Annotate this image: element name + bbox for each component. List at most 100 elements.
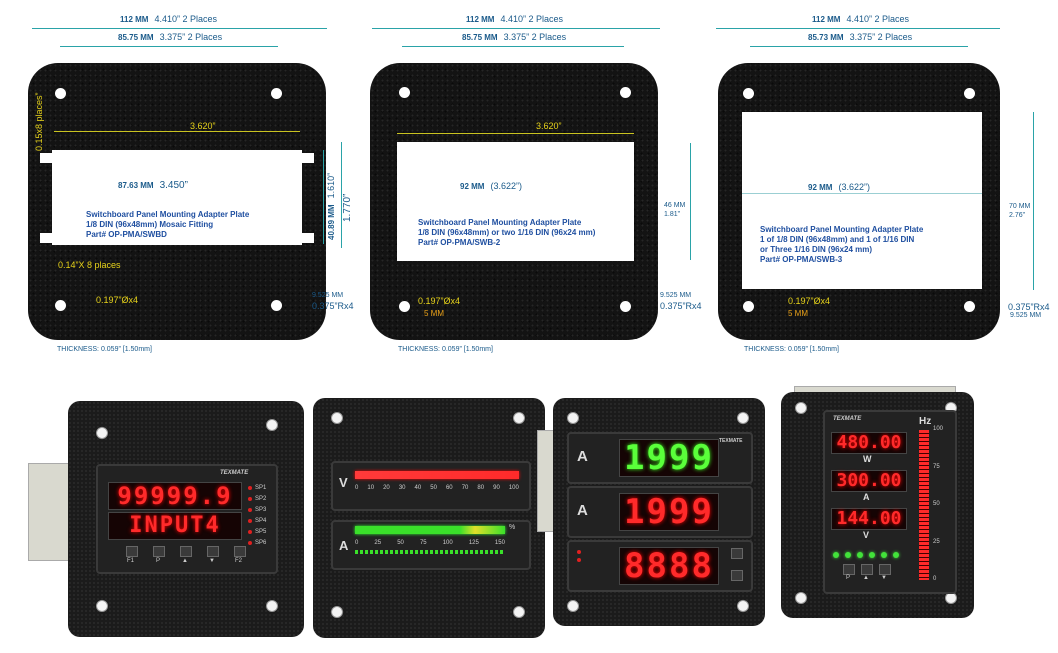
setpoint-led	[248, 486, 252, 490]
notch-size: 0.14”X 8 places	[58, 260, 121, 270]
program-button[interactable]	[843, 564, 855, 575]
mount-hole	[737, 600, 749, 612]
unit-label: V	[339, 475, 348, 490]
segment-row	[355, 550, 505, 554]
cut-width: 3.620”	[190, 121, 216, 131]
mount-hole	[271, 88, 282, 99]
mount-hole	[399, 87, 410, 98]
setpoint-led	[248, 497, 252, 501]
corner-mm: 9.525 MM	[660, 292, 692, 299]
meter-plate: TEXMATE 480.00 W 300.00 A 144.00 V P ▲ ▼…	[781, 392, 974, 618]
notch	[40, 153, 54, 163]
mount-hole	[399, 301, 410, 312]
mount-hole	[55, 88, 66, 99]
mount-hole	[331, 606, 343, 618]
f2-button[interactable]	[234, 546, 246, 557]
display-value: 1999	[619, 493, 719, 531]
down-button[interactable]	[879, 564, 891, 575]
thickness: THICKNESS: 0.059” [1.50mm]	[744, 346, 839, 353]
status-led	[869, 552, 875, 558]
display-value-2: 300.00	[831, 470, 907, 492]
dim-line	[60, 46, 278, 47]
height-mm: 70 MM	[1009, 203, 1031, 210]
mount-hole	[743, 301, 754, 312]
mount-hole	[737, 412, 749, 424]
unit-label: A	[339, 538, 349, 553]
hole-mm: 5 MM	[788, 309, 808, 318]
mount-hole	[266, 419, 278, 431]
hole-size: 0.197”Øx4	[96, 295, 139, 305]
mount-hole	[96, 600, 108, 612]
status-led	[845, 552, 851, 558]
corner-mm: 9.525 MM	[1010, 312, 1042, 319]
up-button[interactable]	[180, 546, 192, 557]
height-mm: 46 MM	[664, 202, 686, 209]
status-led	[833, 552, 839, 558]
height-dimension: 40.89 MM1.610”	[326, 172, 336, 240]
mount-hole	[795, 402, 807, 414]
program-button[interactable]	[153, 546, 165, 557]
thickness: THICKNESS: 0.059” [1.50mm]	[398, 346, 493, 353]
corner-mm: 9.525 MM	[312, 292, 344, 299]
setpoint-led	[248, 519, 252, 523]
plate-label: Switchboard Panel Mounting Adapter Plate…	[86, 210, 250, 239]
f1-button[interactable]	[126, 546, 138, 557]
notch	[300, 233, 314, 243]
dim-line	[1033, 112, 1034, 290]
inner-dimension: 92 MM(3.622”)	[460, 181, 522, 191]
mount-hole	[567, 412, 579, 424]
meter-plate: TEXMATE 99999.9 INPUT4 SP1 SP2 SP3 SP4 S…	[68, 401, 304, 637]
setpoint-led	[248, 508, 252, 512]
display-value-1: 480.00	[831, 432, 907, 454]
mount-hole	[567, 600, 579, 612]
mount-hole	[964, 88, 975, 99]
setpoint-led	[248, 530, 252, 534]
mount-hole	[620, 301, 631, 312]
hole-size: 0.197”Øx4	[788, 296, 831, 306]
dim-line	[323, 150, 324, 244]
brand-logo: TEXMATE	[719, 438, 743, 444]
outer-height: 1.770”	[342, 193, 353, 222]
hole-mm: 5 MM	[424, 309, 444, 318]
mount-hole	[513, 412, 525, 424]
mount-hole	[620, 87, 631, 98]
dim-line	[341, 142, 342, 248]
meter-bezel: TEXMATE 480.00 W 300.00 A 144.00 V P ▲ ▼…	[823, 410, 957, 594]
down-arrow-button[interactable]	[731, 570, 743, 581]
unit-label: A	[577, 448, 588, 465]
panel-meter-3: 8888	[567, 540, 753, 592]
brand-logo: TEXMATE	[220, 470, 249, 476]
mount-hole	[271, 300, 282, 311]
dim-line	[742, 193, 982, 194]
height-in: 2.76”	[1009, 212, 1025, 219]
mount-hole	[743, 88, 754, 99]
red-bargraph	[355, 471, 519, 479]
mount-hole	[96, 427, 108, 439]
panel-cutout	[742, 112, 982, 289]
display-value-3: 144.00	[831, 508, 907, 530]
up-button[interactable]	[861, 564, 873, 575]
down-button[interactable]	[207, 546, 219, 557]
meter-bezel: TEXMATE 99999.9 INPUT4 SP1 SP2 SP3 SP4 S…	[96, 464, 278, 574]
panel-meter-1: A 1999 TEXMATE	[567, 432, 753, 484]
up-arrow-button[interactable]	[731, 548, 743, 559]
mount-hole	[55, 300, 66, 311]
display-value: 8888	[619, 547, 719, 585]
hz-label: Hz	[919, 416, 932, 427]
dim-line	[402, 46, 624, 47]
dim-line	[372, 28, 660, 29]
brand-logo: TEXMATE	[833, 416, 862, 422]
plate-label: Switchboard Panel Mounting Adapter Plate…	[760, 225, 924, 264]
status-led	[577, 558, 581, 562]
mount-hole	[795, 592, 807, 604]
notch-spacing: 0.15x8 places”	[34, 92, 44, 151]
